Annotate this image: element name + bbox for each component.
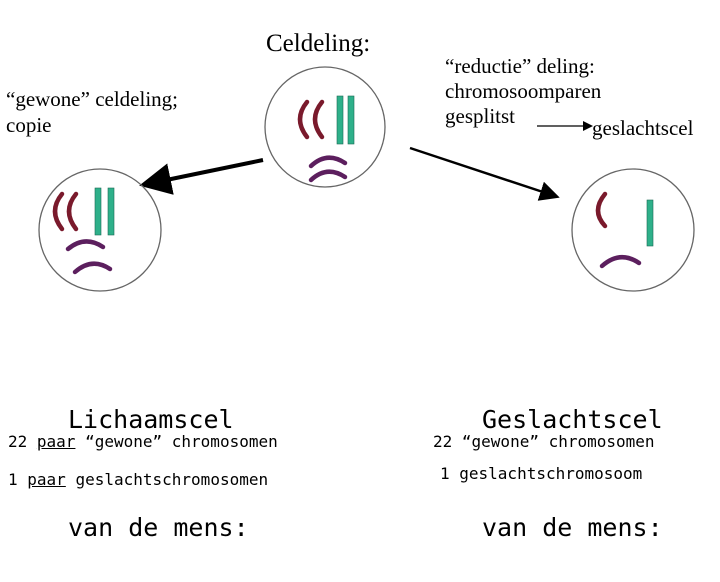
reduction-division-arrow-target: geslachtscel [592,116,694,140]
body-cell-title-line-1: Lichaamscel [68,405,234,434]
parent-red-chromosome-1 [297,99,310,140]
body-green-chromosome-2 [107,187,115,236]
ordinary-division-line-2: copie [6,113,52,137]
sex-cell-autosome-count: 22 “gewone” chromosomen [433,432,655,451]
parent-cell [264,66,386,188]
ordinary-division-description: “gewone” celdeling; copie [6,86,178,138]
arrow-to-body-cell [139,158,264,195]
sex-cell-title: Geslachtscel van de mens: [482,330,663,582]
arrow-to-sex-cell [409,146,560,201]
body-green-chromosome-1 [94,187,102,236]
body-red-chromosome-1 [52,191,65,232]
body-autosome-text: “gewone” chromosomen [85,432,278,451]
body-cell-title-line-2: van de mens: [68,513,249,542]
sex-green-chromosome [646,199,654,247]
body-sex-pair-word: paar [27,470,66,489]
body-autosome-number: 22 [8,432,28,451]
parent-purple-chromosome-2 [308,169,348,183]
sex-red-chromosome [595,191,608,229]
body-autosome-pair-word: paar [36,432,76,451]
sex-cell [571,168,695,292]
body-red-chromosome-2 [66,191,79,232]
parent-cell-outline [264,66,386,188]
reduction-division-line-1: “reductie” deling: [445,54,595,78]
diagram-title: Celdeling: [266,30,371,57]
parent-green-chromosome-2 [347,95,355,145]
body-cell [38,168,162,292]
body-purple-chromosome-1 [65,239,106,252]
sex-cell-outline [571,168,695,292]
body-cell-sex-chromosome-count: 1 paar geslachtschromosomen [8,470,268,489]
body-sex-number: 1 [8,470,18,489]
cell-division-diagram [38,66,695,292]
reduction-division-line-2: chromosoomparen [445,79,602,103]
sex-cell-title-line-1: Geslachtscel [482,405,663,434]
parent-purple-chromosome-1 [308,155,348,169]
body-sex-text: geslachtschromosomen [75,470,269,489]
sex-cell-title-line-2: van de mens: [482,513,663,542]
sex-purple-chromosome [599,255,642,269]
reduction-division-description: “reductie” deling: chromosoomparen [445,54,601,104]
body-cell-outline [38,168,162,292]
ordinary-division-line-1: “gewone” celdeling; [6,87,178,111]
reduction-division-split-label: gesplitst [445,104,516,128]
parent-red-chromosome-2 [312,99,325,140]
body-cell-title: Lichaamscel van de mens: [68,330,249,582]
parent-green-chromosome-1 [336,95,344,145]
body-cell-autosome-count: 22 paar “gewone” chromosomen [8,432,278,451]
body-purple-chromosome-2 [72,261,113,275]
sex-cell-sex-chromosome-count: 1 geslachtschromosoom [440,464,643,483]
